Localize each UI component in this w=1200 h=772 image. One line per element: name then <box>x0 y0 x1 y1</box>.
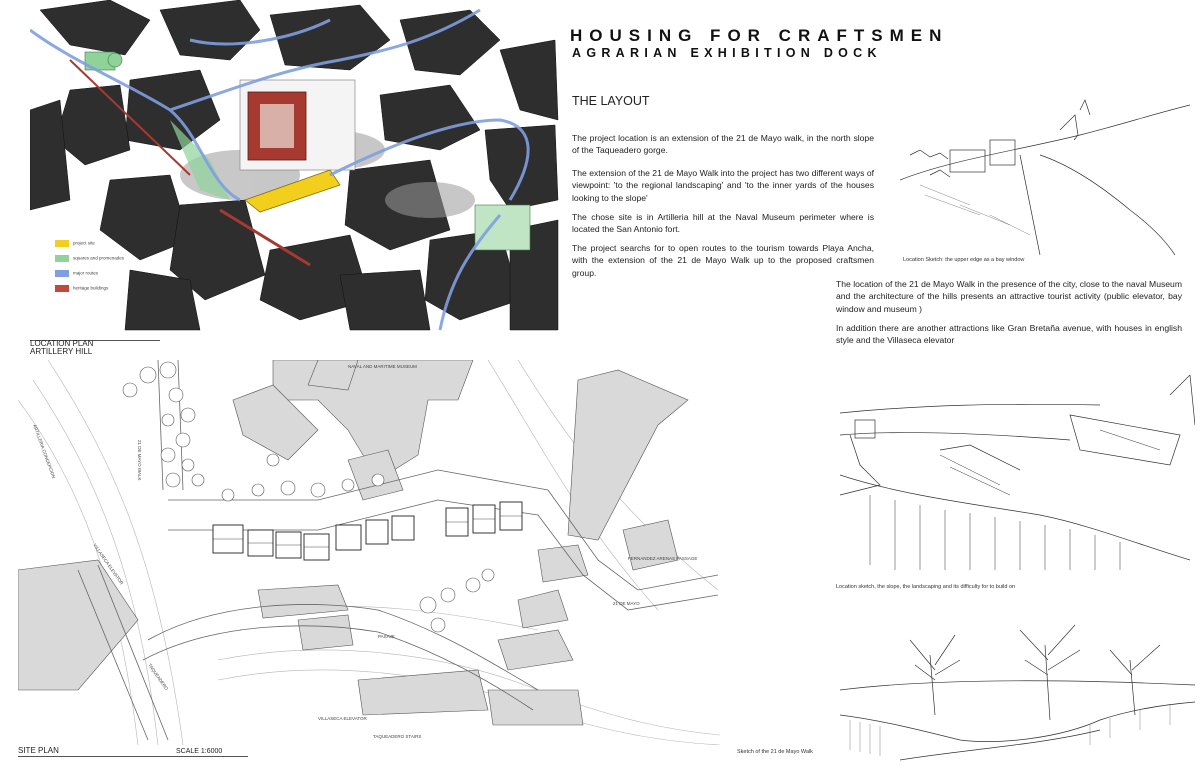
legend-item: heritage buildings <box>55 285 124 292</box>
museum-label: NAVAL AND MARITIME MUSEUM <box>348 364 417 369</box>
taqueadero-stairs-label: TAQUEADERO STAIRS <box>373 734 421 739</box>
location-plan-label-rule <box>30 340 160 341</box>
legend-swatch-green <box>55 255 69 262</box>
intro-paragraph-3: The chose site is in Artilleria hill at … <box>572 212 874 235</box>
site-plan-scale: SCALE 1:6000 <box>176 748 223 755</box>
pasaje-label: PASAJE <box>378 634 395 639</box>
location-plan-map <box>30 0 560 335</box>
intro-paragraph-2: The extension of the 21 de Mayo Walk int… <box>572 168 874 203</box>
site-plan-rule <box>18 756 248 757</box>
sketch3-caption: Sketch of the 21 de Mayo Walk <box>737 749 813 755</box>
intro-paragraph-1: The project location is an extension of … <box>572 133 874 156</box>
sketch-slope-landscape <box>840 375 1195 570</box>
subtitle: AGRARIAN EXHIBITION DOCK <box>572 46 882 60</box>
section-title: THE LAYOUT <box>572 94 650 108</box>
fernandez-label: FERNANDEZ ARENAS PASSAGE <box>628 556 697 561</box>
legend-item: squares and promenades <box>55 255 124 262</box>
legend-label: squares and promenades <box>73 255 125 261</box>
legend-item: major routes <box>55 270 124 277</box>
location-plan-label: LOCATION PLAN <box>30 339 94 348</box>
legend-item: project site <box>55 240 124 247</box>
location-legend: project site squares and promenades majo… <box>55 240 124 292</box>
site-plan-label: SITE PLAN <box>18 746 59 755</box>
right-paragraph-2: In addition there are another attraction… <box>836 323 1182 346</box>
artillery-hill-label: ARTILLERY HILL <box>30 347 93 356</box>
sketch1-caption: Location Sketch: the upper edge as a bay… <box>903 257 1025 263</box>
legend-swatch-red <box>55 285 69 292</box>
villaseca-bottom-label: VILLASECA ELEVATOR <box>318 716 368 721</box>
legend-label: project site <box>73 240 95 246</box>
walk-label: 21 DE MAYO WALK <box>137 440 142 481</box>
right-paragraph-1: The location of the 21 de Mayo Walk in t… <box>836 279 1182 314</box>
mayo-label: 21 DE MAYO <box>613 601 640 606</box>
sketch-bay-window <box>900 99 1190 255</box>
legend-swatch-yellow <box>55 240 69 247</box>
site-plan-drawing: NAVAL AND MARITIME MUSEUM 21 DE MAYO WAL… <box>18 360 720 745</box>
main-title: HOUSING FOR CRAFTSMEN <box>570 26 949 45</box>
sketch2-caption: Location sketch, the slope, the landscap… <box>836 584 1016 590</box>
intro-paragraph-4: The project searchs for to open routes t… <box>572 243 874 278</box>
sketch-21-de-mayo-walk <box>840 624 1195 761</box>
legend-label: major routes <box>73 270 99 276</box>
legend-label: heritage buildings <box>73 285 109 291</box>
legend-swatch-blue <box>55 270 69 277</box>
